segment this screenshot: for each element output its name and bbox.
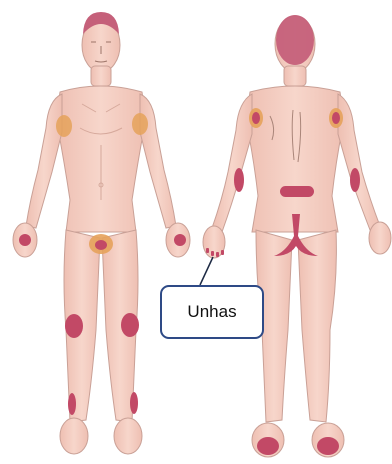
front-right-shoulder-lesion (132, 113, 148, 135)
nails-callout-box: Unhas (160, 285, 264, 339)
back-right-shoulder-core (332, 112, 340, 124)
front-right-palm-lesion (174, 234, 186, 246)
nails-callout-label: Unhas (187, 302, 236, 322)
front-genital-lesion (95, 240, 107, 250)
back-left-shoulder-core (252, 112, 260, 124)
front-view-figure (13, 12, 190, 454)
front-left-shin-lesion (68, 393, 76, 415)
callout-leader-line (200, 257, 213, 285)
front-left-palm-lesion (19, 234, 31, 246)
back-right-elbow-lesion (350, 168, 360, 192)
back-right-sole-lesion (317, 437, 339, 455)
back-lower-back-lesion (280, 186, 314, 197)
front-left-knee-lesion (65, 314, 83, 338)
back-left-sole-lesion (257, 437, 279, 455)
front-right-shin-lesion (130, 392, 138, 414)
front-right-knee-lesion (121, 313, 139, 337)
back-left-elbow-lesion (234, 168, 244, 192)
back-view-figure (203, 15, 391, 457)
back-head-lesion (276, 15, 314, 65)
front-left-shoulder-lesion (56, 115, 72, 137)
